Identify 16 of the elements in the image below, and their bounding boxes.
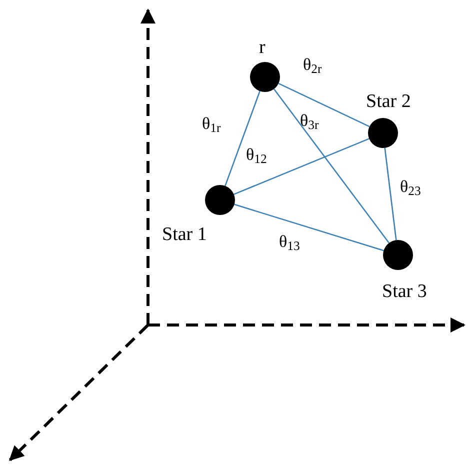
edge-label: θ$_{23}$	[400, 178, 421, 195]
edge-label: θ$_{13}$	[279, 233, 300, 250]
connector-line	[234, 204, 384, 252]
connector-line	[234, 138, 370, 195]
connector-line	[273, 88, 390, 244]
connector-line	[278, 82, 370, 128]
edge-label: θ$_{3r}$	[300, 112, 319, 129]
edge-label: θ$_{1r}$	[202, 115, 221, 132]
node-label: r	[259, 38, 266, 57]
node-label: Star 1	[162, 225, 207, 244]
edge-label: θ$_{2r}$	[303, 56, 322, 73]
node-label: Star 3	[382, 282, 427, 301]
node-label: Star 2	[366, 92, 411, 111]
connector-line	[224, 90, 260, 186]
connector-line	[384, 148, 397, 240]
edge-label: θ$_{12}$	[246, 146, 267, 163]
